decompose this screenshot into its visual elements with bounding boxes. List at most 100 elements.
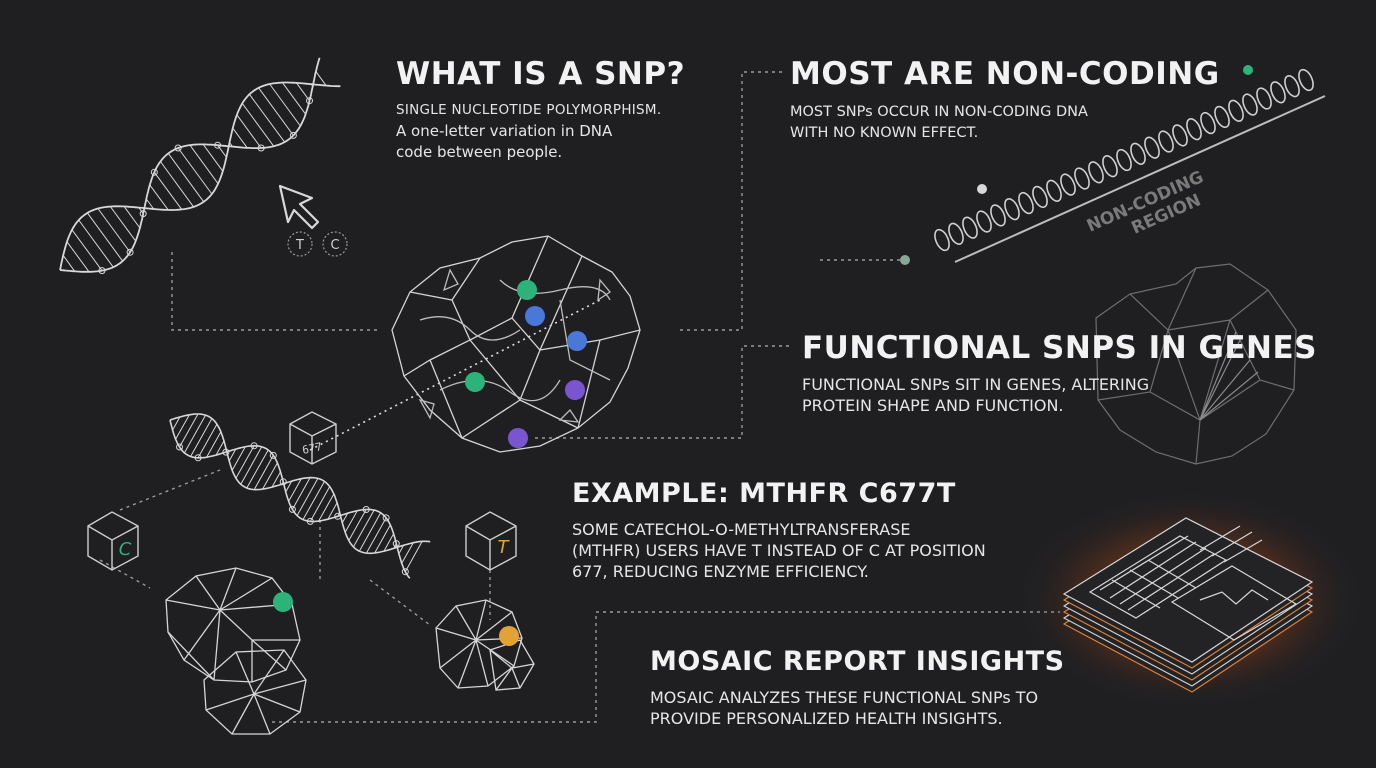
example-title: EXAMPLE: MTHFR C677T: [572, 478, 956, 509]
functional-text: FUNCTIONAL SNPs SIT IN GENES, ALTERING P…: [802, 374, 1317, 416]
helix-strand-b: [169, 413, 431, 555]
rod-ring: [1270, 81, 1286, 104]
rod-marker-green: [1243, 65, 1253, 75]
snp-marker-blue-2: [567, 331, 587, 351]
helix-node: [176, 443, 183, 451]
helix-rung: [248, 94, 286, 143]
helix-top-strands: [59, 57, 341, 275]
snp-markers-center: [465, 280, 587, 448]
helix-rung: [167, 153, 205, 203]
connector-dna-to-protein: [171, 252, 380, 331]
cube-allele-c: C: [87, 511, 139, 571]
section-what-is-snp: WHAT IS A SNP? SINGLE NUCLEOTIDE POLYMOR…: [396, 56, 685, 163]
cube-position-label: 677: [301, 440, 323, 457]
helix-rung: [310, 83, 314, 87]
helix-rung: [66, 241, 90, 273]
helix-rung: [217, 144, 227, 158]
helix-node: [269, 451, 277, 459]
helix-rung: [398, 545, 405, 554]
helix-rung: [231, 446, 246, 471]
rod-ring: [1158, 130, 1174, 153]
rod-ring: [1144, 136, 1160, 159]
helix-rung: [235, 445, 255, 479]
snp-marker-green-1: [517, 280, 537, 300]
helix-rung: [183, 414, 207, 454]
helix-rung: [179, 413, 199, 448]
helix-rung: [206, 431, 222, 458]
functional-line-2: PROTEIN SHAPE AND FUNCTION.: [802, 396, 1064, 415]
helix-node: [98, 267, 106, 275]
helix-rung: [246, 449, 269, 489]
helix-rung: [271, 471, 281, 488]
protein-structure-faded: [1095, 263, 1297, 465]
rod-marker-white: [977, 184, 987, 194]
helix-rung: [258, 87, 294, 136]
rod-ring: [1298, 68, 1314, 92]
section-example-mthfr: EXAMPLE: MTHFR C677T SOME CATECHOL-O-MET…: [572, 478, 986, 582]
non-coding-line-2: WITH NO KNOWN EFFECT.: [790, 125, 979, 141]
badge-c: [322, 231, 348, 257]
mosaic-line-2: PROVIDE PERSONALIZED HEALTH INSIGHTS.: [650, 709, 1003, 728]
helix-rung: [109, 206, 137, 242]
helix-rung: [296, 82, 310, 101]
what-is-snp-line-2: A one-letter variation in DNA: [396, 122, 613, 140]
helix-rung: [318, 493, 335, 522]
rod-ring: [1130, 142, 1146, 165]
helix-rung: [281, 481, 284, 485]
helix-rung: [241, 103, 275, 147]
helix-node: [139, 210, 147, 218]
rod-ring: [1102, 155, 1118, 178]
helix-node: [279, 478, 287, 486]
functional-line-1: FUNCTIONAL SNPs SIT IN GENES, ALTERING: [802, 375, 1150, 394]
helix-node: [306, 97, 313, 105]
example-line-3: 677, REDUCING ENZYME EFFICIENCY.: [572, 562, 869, 581]
rod-ring: [1018, 191, 1034, 215]
rod-ring: [1046, 179, 1062, 202]
rod-ring: [1032, 185, 1048, 209]
helix-rung: [296, 478, 319, 516]
helix-node: [362, 506, 370, 513]
example-line-2: (MTHFR) USERS HAVE T INSTEAD OF C AT POS…: [572, 541, 986, 560]
helix-rung: [302, 481, 325, 520]
helix-rung: [149, 184, 169, 211]
rod-ring: [1004, 198, 1020, 221]
helix-rung: [269, 83, 301, 127]
mosaic-text: MOSAIC ANALYZES THESE FUNCTIONAL SNPs TO…: [650, 687, 1065, 729]
snp-marker-orange: [499, 626, 519, 646]
helix-node: [382, 514, 390, 522]
what-is-snp-text: SINGLE NUCLEOTIDE POLYMORPHISM. A one-le…: [396, 100, 685, 163]
rod-ring: [1060, 173, 1076, 196]
helix-rung: [172, 416, 181, 431]
helix-rung: [228, 448, 237, 462]
connector-cube-left: [99, 559, 151, 589]
non-coding-region-label: NON-CODING REGION: [1084, 165, 1220, 255]
rod-marker-teal: [900, 255, 910, 265]
mosaic-title: MOSAIC REPORT INSIGHTS: [650, 646, 1065, 677]
helix-rung: [262, 462, 278, 490]
cube-allele-t: T: [465, 511, 517, 571]
helix-rung: [315, 71, 327, 86]
protein-structure-small: [435, 599, 535, 691]
connector-helix-left: [119, 469, 221, 511]
helix-node: [194, 454, 202, 462]
rod-ring: [1200, 111, 1216, 135]
mosaic-line-1: MOSAIC ANALYZES THESE FUNCTIONAL SNPs TO: [650, 688, 1039, 707]
rod-ring: [1088, 161, 1104, 184]
rod-ring: [1256, 87, 1272, 110]
helix-node: [334, 512, 342, 520]
rod-baseline: [954, 95, 1326, 263]
helix-rung: [138, 207, 144, 214]
helix-rung: [327, 502, 338, 520]
helix-rung: [404, 541, 423, 572]
report-top-sheet: [1062, 517, 1314, 663]
helix-rung: [232, 127, 248, 149]
non-coding-line-1: MOST SNPs OCCUR IN NON-CODING DNA: [790, 104, 1088, 120]
connector-mosaic: [272, 611, 1060, 723]
protein-structure-center: [391, 235, 641, 453]
report-stack-icon: [1015, 490, 1365, 710]
helix-rung: [288, 478, 302, 502]
helix-rung: [285, 480, 293, 493]
section-functional-snps: FUNCTIONAL SNPS IN GENES FUNCTIONAL SNPs…: [802, 330, 1317, 416]
snp-marker-purple-2: [508, 428, 528, 448]
helix-rung: [348, 509, 367, 541]
